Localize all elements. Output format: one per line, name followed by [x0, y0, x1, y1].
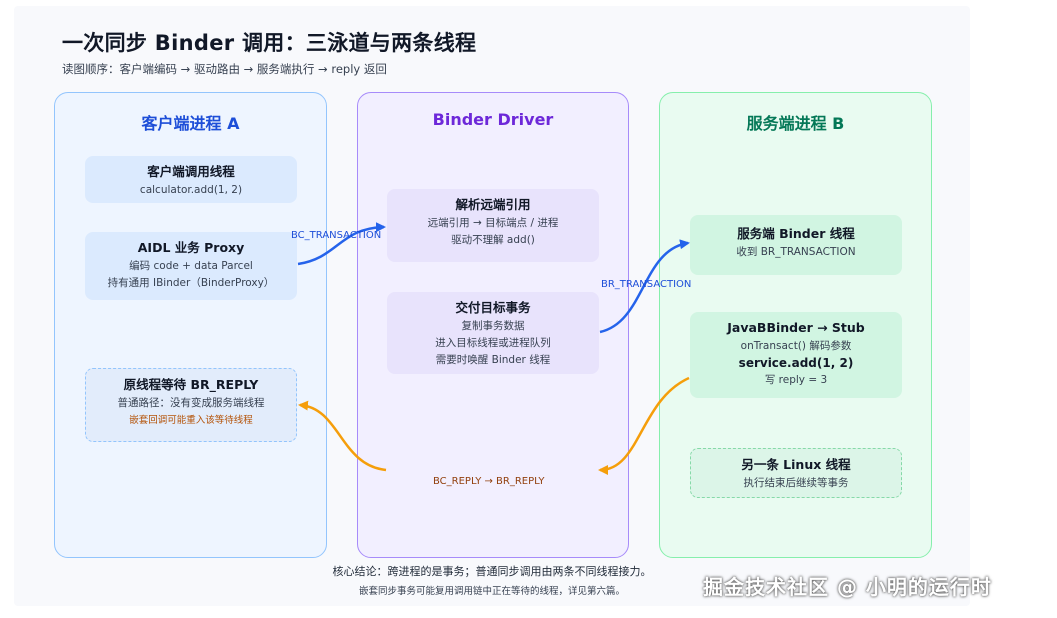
- client-caller-title: 客户端调用线程: [147, 164, 235, 179]
- resolve-remote-ref-box: 解析远端引用 远端引用 → 目标端点 / 进程 驱动不理解 add(): [387, 189, 599, 262]
- javabbinder-stub-box: JavaBBinder → Stub onTransact() 解码参数 ser…: [690, 312, 902, 398]
- aidl-proxy-box: AIDL 业务 Proxy 编码 code + data Parcel 持有通用…: [85, 232, 297, 300]
- server-process-lane: 服务端进程 B 服务端 Binder 线程 收到 BR_TRANSACTION …: [659, 92, 932, 558]
- deliver-title: 交付目标事务: [455, 300, 531, 315]
- deliver-line1: 复制事务数据: [461, 320, 525, 332]
- binder-driver-lane: Binder Driver 解析远端引用 远端引用 → 目标端点 / 进程 驱动…: [357, 92, 629, 558]
- other-linux-thread-box: 另一条 Linux 线程 执行结束后继续等事务: [690, 448, 902, 498]
- waiting-thread-warning: 嵌套回调可能重入该等待线程: [129, 415, 253, 426]
- deliver-line2: 进入目标线程或进程队列: [435, 337, 551, 349]
- client-caller-thread-box: 客户端调用线程 calculator.add(1, 2): [85, 156, 297, 203]
- footer-note: 嵌套同步事务可能复用调用链中正在等待的线程，详见第六篇。: [358, 586, 625, 597]
- resolve-line2: 驱动不理解 add(): [451, 234, 535, 246]
- resolve-line1: 远端引用 → 目标端点 / 进程: [427, 217, 559, 229]
- waiting-thread-title: 原线程等待 BR_REPLY: [123, 377, 259, 392]
- client-process-lane: 客户端进程 A 客户端调用线程 calculator.add(1, 2) AID…: [54, 92, 327, 558]
- diagram-title: 一次同步 Binder 调用：三泳道与两条线程: [62, 31, 477, 55]
- reply-label: BC_REPLY → BR_REPLY: [433, 476, 545, 487]
- bc-transaction-label: BC_TRANSACTION: [291, 230, 382, 241]
- server-lane-title: 服务端进程 B: [746, 114, 845, 133]
- footer-conclusion: 核心结论：跨进程的是事务；普通同步调用由两条不同线程接力。: [332, 565, 652, 578]
- deliver-line3: 需要时唤醒 Binder 线程: [435, 354, 551, 366]
- stub-service-call: service.add(1, 2): [738, 356, 854, 370]
- watermark: 掘金技术社区 @ 小明的运行时: [703, 575, 992, 599]
- stub-title: JavaBBinder → Stub: [727, 320, 865, 335]
- client-lane-title: 客户端进程 A: [141, 114, 240, 133]
- waiting-thread-line1: 普通路径：没有变成服务端线程: [117, 397, 265, 409]
- other-thread-title: 另一条 Linux 线程: [741, 457, 851, 472]
- driver-lane-title: Binder Driver: [432, 110, 554, 129]
- other-thread-line1: 执行结束后继续等事务: [743, 477, 849, 489]
- diagram-subtitle: 读图顺序：客户端编码 → 驱动路由 → 服务端执行 → reply 返回: [62, 62, 387, 76]
- server-thread-line1: 收到 BR_TRANSACTION: [736, 246, 856, 258]
- resolve-title: 解析远端引用: [455, 197, 531, 212]
- aidl-proxy-line1: 编码 code + data Parcel: [129, 260, 253, 272]
- aidl-proxy-title: AIDL 业务 Proxy: [137, 240, 245, 255]
- client-caller-call: calculator.add(1, 2): [139, 184, 243, 196]
- aidl-proxy-line2: 持有通用 IBinder（BinderProxy）: [107, 277, 275, 289]
- deliver-transaction-box: 交付目标事务 复制事务数据 进入目标线程或进程队列 需要时唤醒 Binder 线…: [387, 292, 599, 374]
- waiting-thread-box: 原线程等待 BR_REPLY 普通路径：没有变成服务端线程 嵌套回调可能重入该等…: [85, 368, 297, 442]
- stub-line1: onTransact() 解码参数: [740, 340, 852, 352]
- server-thread-title: 服务端 Binder 线程: [737, 226, 855, 241]
- stub-line3: 写 reply = 3: [764, 374, 828, 386]
- br-transaction-label: BR_TRANSACTION: [601, 279, 692, 290]
- server-binder-thread-box: 服务端 Binder 线程 收到 BR_TRANSACTION: [690, 215, 902, 275]
